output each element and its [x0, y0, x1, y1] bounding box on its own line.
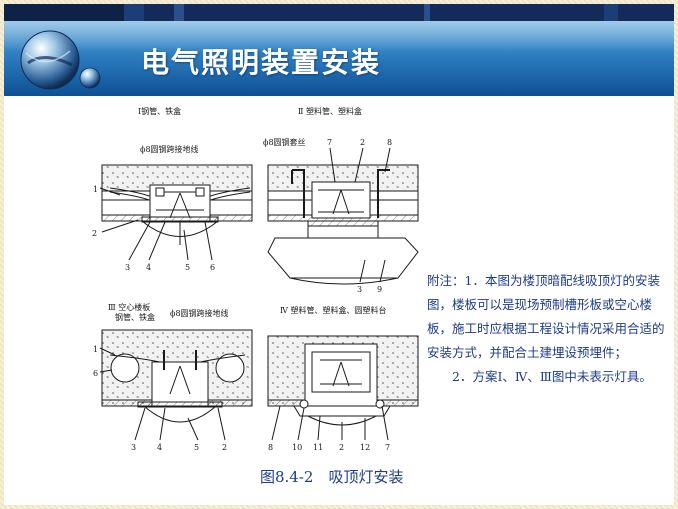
callout-11: 11 [313, 443, 323, 452]
callout-9: 9 [377, 285, 382, 294]
panel-1-title: Ⅰ钢管、铁盒 [138, 106, 181, 116]
callout-8: 8 [387, 138, 392, 147]
panel-2-annotation: ϕ8圆钢套丝 [263, 137, 306, 147]
panel-1-annotation: ϕ8圆钢跨接地线 [140, 144, 199, 154]
callout-8d: 8 [268, 443, 273, 452]
callout-6: 6 [210, 263, 215, 272]
ceiling-lamp-installation-drawing: Ⅰ钢管、铁盒 ϕ8圆钢跨接地线 1 2 3 4 [92, 106, 419, 452]
top-bar [4, 4, 674, 21]
panel-1: Ⅰ钢管、铁盒 ϕ8圆钢跨接地线 1 2 3 4 [92, 106, 253, 272]
callout-3c: 3 [131, 443, 136, 452]
callout-3b: 3 [357, 285, 362, 294]
callout-6c: 6 [93, 369, 98, 378]
callout-5c: 5 [194, 443, 199, 452]
panel-3: Ⅲ 空心楼板 钢管、铁盒 ϕ8圆钢跨接地线 1 6 3 4 5 2 [93, 302, 253, 452]
callout-5: 5 [185, 263, 190, 272]
callout-12: 12 [360, 443, 370, 452]
panel-3-title-1: Ⅲ 空心楼板 [108, 302, 150, 312]
panel-3-title-2: 钢管、铁盒 [115, 312, 155, 322]
figure-caption: 图8.4-2 吸顶灯安装 [260, 468, 404, 486]
slide-title: 电气照明装置安装 [141, 46, 382, 79]
callout-2: 2 [92, 229, 97, 238]
panel-2: Ⅱ 塑料管、塑料盒 ϕ8圆钢套丝 7 2 8 3 9 [263, 106, 419, 294]
note-paragraph-2: 2．方案Ⅰ、Ⅳ、Ⅲ图中未表示灯具。 [452, 369, 652, 384]
slide-header: 电气照明装置安装 [4, 21, 674, 96]
callout-2d: 2 [339, 443, 344, 452]
callout-4c: 4 [157, 443, 162, 452]
note-paragraph-1: 附注：1．本图为楼顶暗配线吸顶灯的安装图，楼板可以是现场预制槽形板或空心楼板，施… [427, 273, 665, 360]
panel-4: Ⅳ 塑料管、塑料盒、圆塑料台 8 10 11 2 12 7 [267, 305, 419, 452]
callout-2b: 2 [360, 138, 365, 147]
panel-3-annotation: ϕ8圆钢跨接地线 [170, 308, 229, 318]
callout-1: 1 [93, 185, 98, 194]
panel-2-title: Ⅱ 塑料管、塑料盒 [298, 106, 362, 116]
callout-4: 4 [146, 263, 151, 272]
slide: 电气照明装置安装 Ⅰ钢管、铁盒 ϕ8圆钢跨接地线 [4, 4, 674, 505]
callout-10: 10 [292, 443, 302, 452]
callout-2c: 2 [222, 443, 227, 452]
installation-note: 附注：1．本图为楼顶暗配线吸顶灯的安装图，楼板可以是现场预制槽形板或空心楼板，施… [427, 269, 669, 389]
callout-7: 7 [327, 138, 332, 147]
panel-4-title: Ⅳ 塑料管、塑料盒、圆塑料台 [280, 305, 387, 315]
globe-logo-icon [20, 30, 101, 90]
callout-1c: 1 [93, 345, 98, 354]
callout-7d: 7 [385, 443, 390, 452]
callout-3: 3 [125, 263, 130, 272]
